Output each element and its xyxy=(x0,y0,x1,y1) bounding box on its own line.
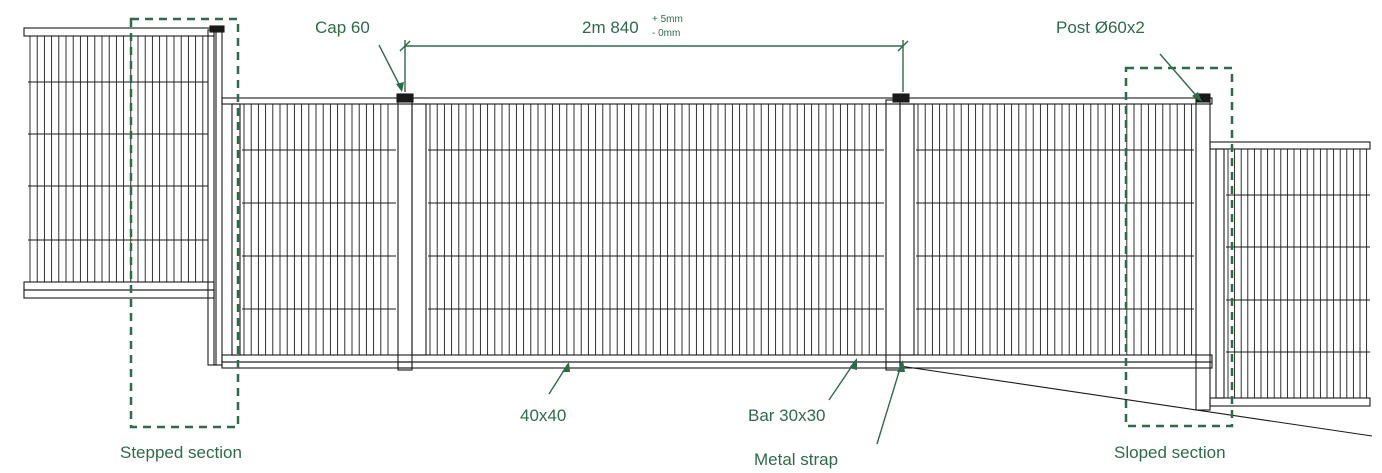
section-boxes xyxy=(129,17,1234,429)
right-panel-bars xyxy=(1226,149,1370,398)
main-panel-bars xyxy=(242,104,1194,355)
left-panel-bars xyxy=(28,36,208,282)
dimension-minus-label: - 0mm xyxy=(652,28,681,39)
dimension-plus-label: + 5mm xyxy=(652,14,683,25)
bar-label: Bar 30x30 xyxy=(748,406,826,425)
panel-frames xyxy=(23,25,1373,437)
sloped-section-box xyxy=(1124,66,1234,428)
sloped-section-label: Sloped section xyxy=(1114,443,1226,462)
dimension-label: 2m 840 xyxy=(582,18,639,37)
cap-label: Cap 60 xyxy=(315,18,370,37)
dimension-line xyxy=(399,40,909,92)
leader-arrows xyxy=(396,82,1202,372)
post-label: Post Ø60x2 xyxy=(1056,18,1145,37)
stepped-section-label: Stepped section xyxy=(120,443,242,462)
rail-label: 40x40 xyxy=(520,406,567,425)
stepped-section-box xyxy=(129,17,240,429)
leader-lines xyxy=(378,44,1201,445)
strap-label: Metal strap xyxy=(754,450,839,469)
